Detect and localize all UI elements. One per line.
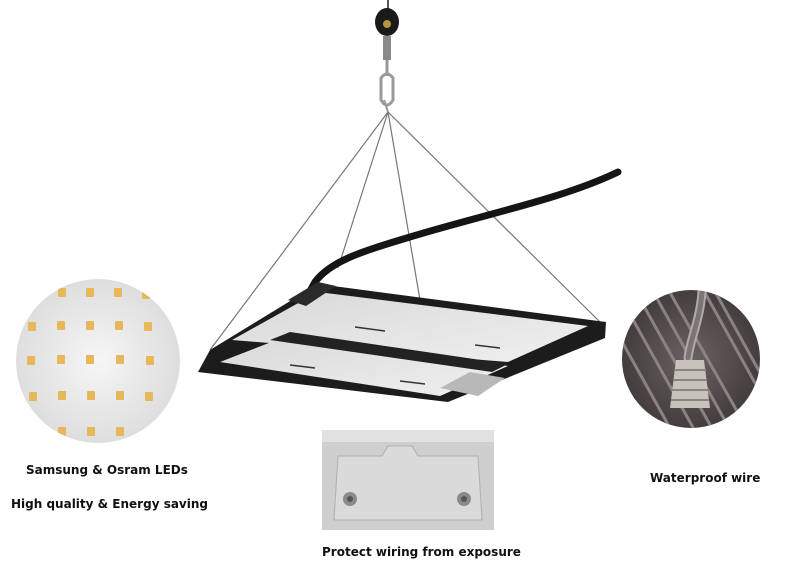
grow-light-fixture [198,0,622,402]
ratchet-hanger [375,0,399,113]
leds-caption: Samsung & Osram LEDs [26,463,188,477]
led-closeup [16,279,180,443]
led-board-bottom [220,334,508,396]
wire-closeup [622,290,760,428]
cover-closeup [322,430,494,530]
quality-caption: High quality & Energy saving [11,497,208,511]
protect-caption: Protect wiring from exposure [322,545,521,559]
center-bar [270,332,508,372]
wiring-cover [440,372,505,396]
driver-box [288,282,336,306]
waterproof-caption: Waterproof wire [650,471,761,485]
power-cord [301,168,622,304]
